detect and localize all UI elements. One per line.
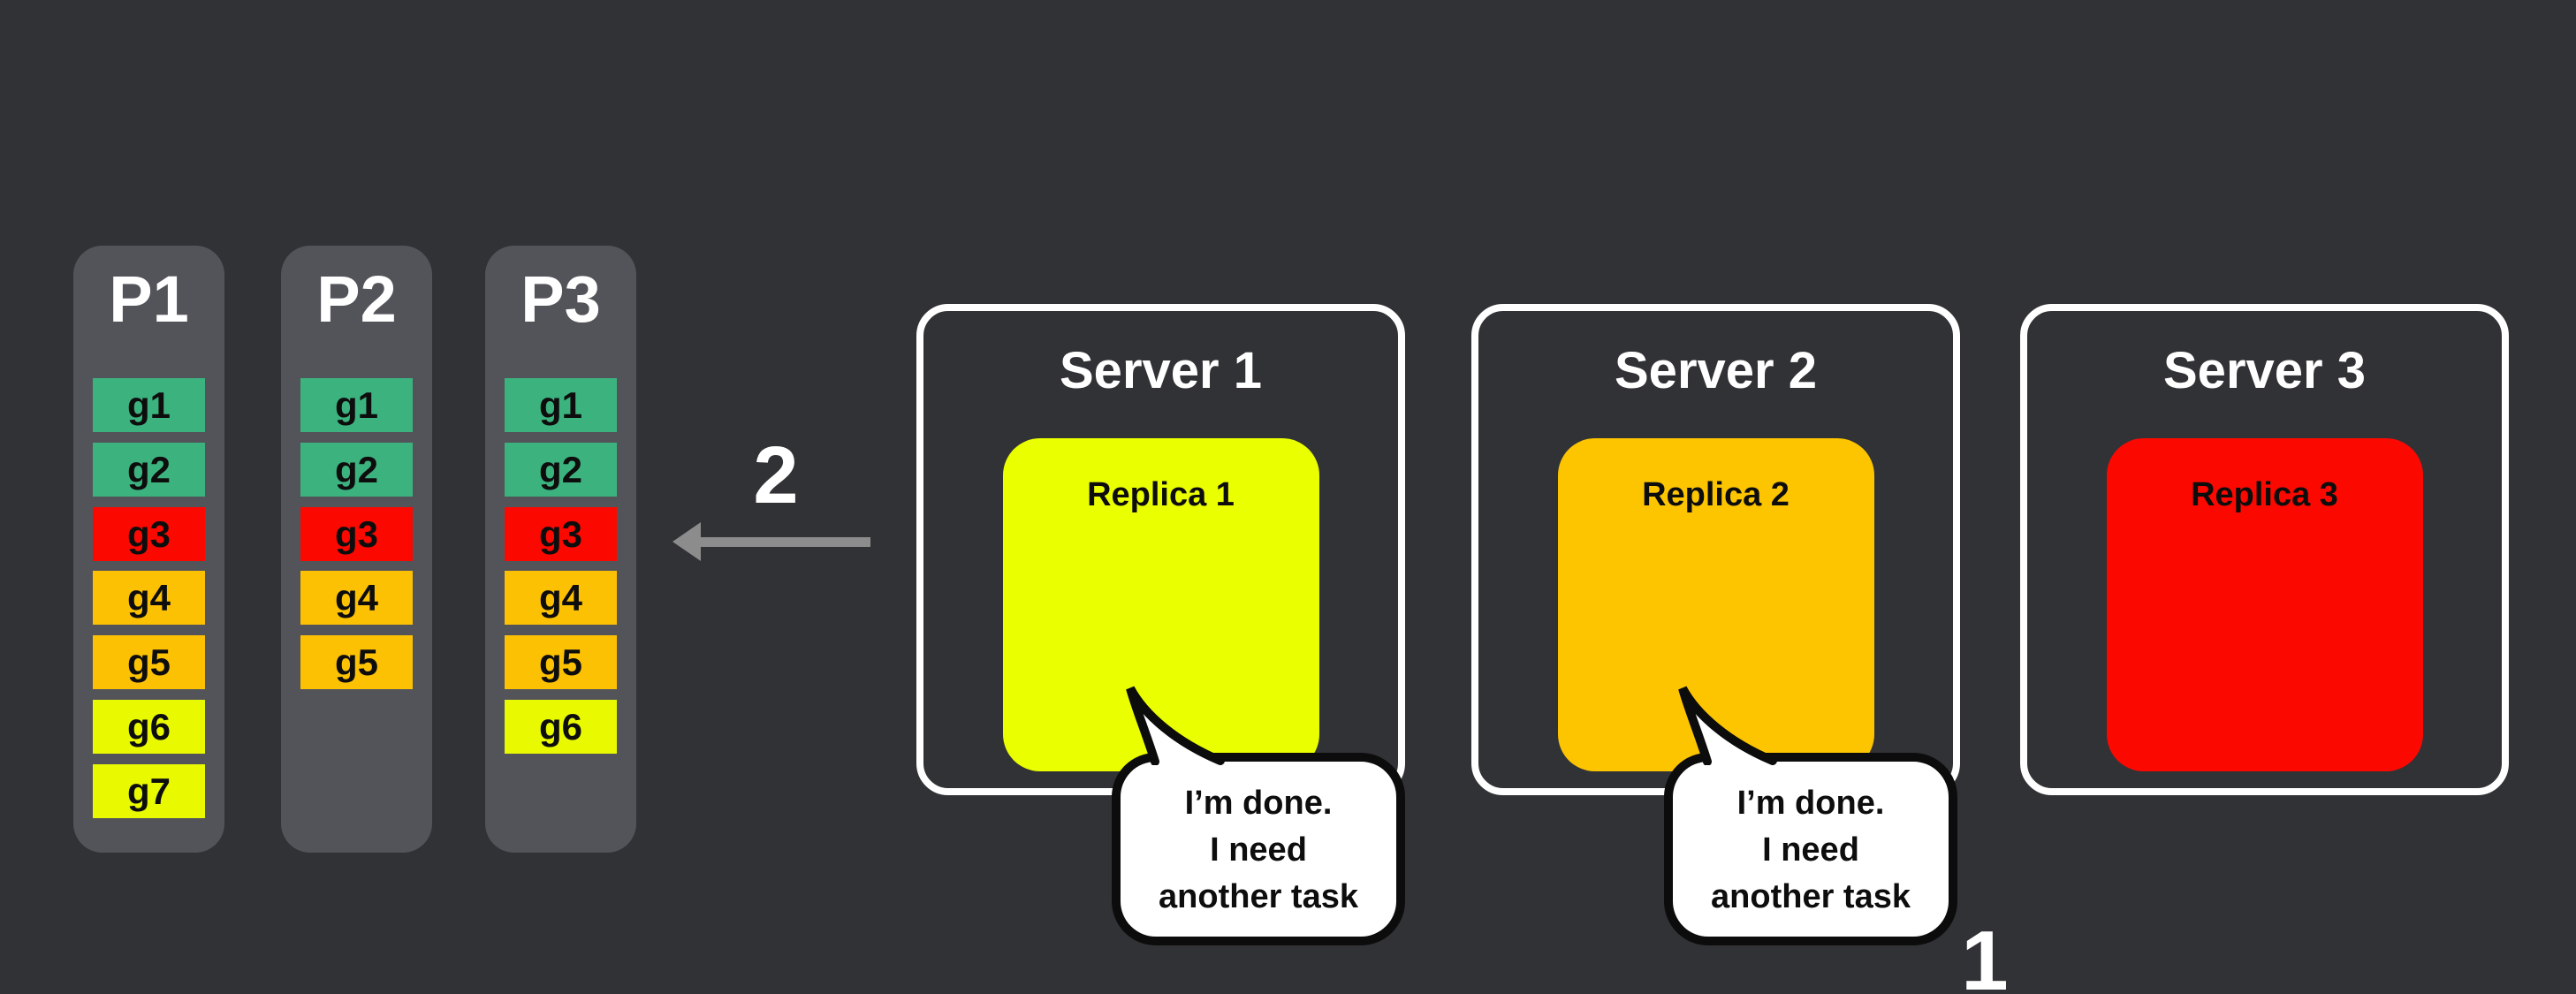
speech-bubble-tail-icon	[1678, 686, 1777, 765]
server-title: Server 3	[2163, 342, 2366, 399]
replica-label: Replica 1	[1087, 476, 1235, 513]
step-2-label: 2	[753, 430, 799, 520]
speech-line: I’m done.	[1184, 785, 1333, 822]
server-title: Server 1	[1060, 342, 1262, 399]
task-block: g3	[300, 507, 413, 561]
task-block: g1	[300, 378, 413, 432]
task-block: g5	[93, 635, 205, 689]
speech-line: another task	[1711, 878, 1911, 915]
task-block: g6	[93, 700, 205, 754]
task-block: g2	[505, 443, 617, 497]
speech-bubble-server2: I’m done. I need another task	[1664, 753, 1957, 945]
server-3-box: Server 3 Replica 3	[2020, 304, 2509, 795]
step-1-label: 1	[1961, 914, 2009, 994]
task-block: g2	[300, 443, 413, 497]
task-block: g3	[93, 507, 205, 561]
task-block: g3	[505, 507, 617, 561]
partition-title: P2	[316, 262, 397, 336]
task-block: g5	[505, 635, 617, 689]
speech-line: another task	[1159, 878, 1358, 915]
task-block: g2	[93, 443, 205, 497]
left-arrow-icon	[672, 522, 870, 561]
replica-1-box: Replica 1	[1002, 438, 1319, 771]
partition-p3: P3 g1 g2 g3 g4 g5 g6	[485, 246, 636, 853]
task-block: g6	[505, 700, 617, 754]
speech-line: I’m done.	[1736, 785, 1885, 822]
partition-p2: P2 g1 g2 g3 g4 g5	[281, 246, 432, 853]
server-title: Server 2	[1615, 342, 1817, 399]
task-block: g1	[505, 378, 617, 432]
task-block: g4	[300, 571, 413, 625]
partition-title: P3	[521, 262, 601, 336]
speech-bubble-tail-icon	[1126, 686, 1225, 765]
replica-3-box: Replica 3	[2106, 438, 2423, 771]
speech-line: I need	[1762, 831, 1859, 869]
server-1-box: Server 1 Replica 1	[916, 304, 1405, 795]
task-block: g1	[93, 378, 205, 432]
task-block: g5	[300, 635, 413, 689]
replica-label: Replica 2	[1642, 476, 1790, 513]
speech-bubble-server1: I’m done. I need another task	[1112, 753, 1405, 945]
replica-2-box: Replica 2	[1557, 438, 1874, 771]
partition-p1: P1 g1 g2 g3 g4 g5 g6 g7	[73, 246, 224, 853]
speech-bubble-text: I’m done. I need another task	[1121, 780, 1396, 921]
task-block: g4	[93, 571, 205, 625]
task-block: g7	[93, 764, 205, 818]
partition-title: P1	[109, 262, 189, 336]
replica-label: Replica 3	[2191, 476, 2338, 513]
task-block: g4	[505, 571, 617, 625]
speech-bubble-text: I’m done. I need another task	[1673, 780, 1949, 921]
speech-line: I need	[1210, 831, 1307, 869]
